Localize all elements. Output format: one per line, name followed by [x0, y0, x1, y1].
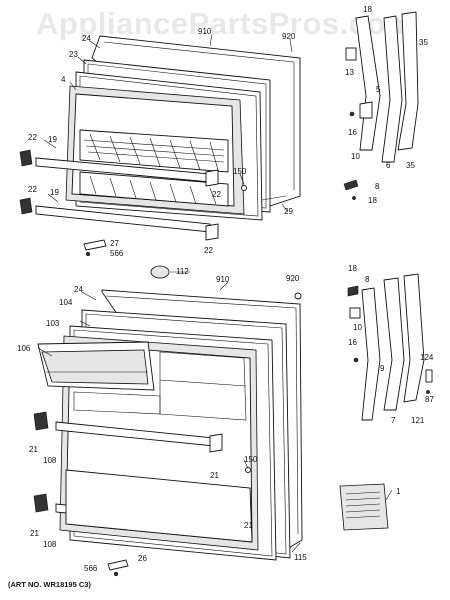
callout-label: 5 — [376, 85, 381, 94]
callout-label: 13 — [345, 68, 354, 77]
callout-label: 10 — [353, 323, 362, 332]
callout-label: 104 — [59, 298, 73, 307]
callout-label: 150 — [233, 167, 247, 176]
callout-label: 35 — [406, 161, 415, 170]
callout-label: 16 — [348, 128, 357, 137]
callout-label: 19 — [50, 188, 59, 197]
callout-label: 7 — [391, 416, 396, 425]
callout-label: 150 — [244, 455, 258, 464]
callout-label: 108 — [43, 456, 57, 465]
callout-label: 18 — [363, 5, 372, 14]
callout-label: 18 — [368, 196, 377, 205]
callout-label: 21 — [210, 471, 219, 480]
callout-label: 920 — [282, 32, 296, 41]
callout-label: 21 — [244, 521, 253, 530]
literature-packet — [339, 483, 389, 531]
callout-label: 22 — [212, 190, 221, 199]
callout-label: 21 — [30, 529, 39, 538]
callout-label: 18 — [348, 264, 357, 273]
freezer-door-assembly — [19, 35, 301, 257]
callout-label: 910 — [198, 27, 212, 36]
callout-label: 566 — [84, 564, 98, 573]
callout-label: 16 — [348, 338, 357, 347]
callout-label: 106 — [17, 344, 31, 353]
callout-label: 87 — [425, 395, 434, 404]
callout-label: 21 — [29, 445, 38, 454]
callout-label: 121 — [411, 416, 425, 425]
callout-label: 124 — [420, 353, 434, 362]
callout-label: 22 — [204, 246, 213, 255]
callout-label: 19 — [48, 135, 57, 144]
leader-lines — [37, 33, 393, 553]
callout-label: 112 — [176, 267, 189, 276]
callout-label: 566 — [110, 249, 124, 258]
callout-label: 24 — [74, 285, 83, 294]
callout-label: 8 — [375, 182, 380, 191]
callout-label: 9 — [380, 364, 385, 373]
callout-label: 108 — [43, 540, 57, 549]
callout-label: 26 — [138, 554, 147, 563]
callout-label: 35 — [419, 38, 428, 47]
freezer-hinge-parts — [343, 11, 419, 200]
fresh-food-hinge-parts — [347, 273, 433, 421]
callout-label: 24 — [82, 34, 91, 43]
callout-label: 103 — [46, 319, 60, 328]
callout-label: 6 — [386, 161, 391, 170]
callout-labels: 18 24 910 920 35 23 13 4 5 16 22 19 10 6… — [17, 5, 434, 573]
callout-label: 920 — [286, 274, 300, 283]
callout-label: 29 — [284, 207, 293, 216]
callout-label: 1 — [396, 487, 401, 496]
callout-label: 22 — [28, 133, 37, 142]
callout-label: 115 — [294, 553, 307, 562]
callout-label: 27 — [110, 239, 119, 248]
fresh-food-door-assembly — [33, 265, 303, 577]
callout-label: 22 — [28, 185, 37, 194]
callout-label: 8 — [365, 275, 370, 284]
callout-label: 4 — [61, 75, 66, 84]
art-number: (ART NO. WR18195 C3) — [8, 580, 91, 589]
callout-label: 910 — [216, 275, 230, 284]
callout-label: 10 — [351, 152, 360, 161]
callout-label: 23 — [69, 50, 78, 59]
